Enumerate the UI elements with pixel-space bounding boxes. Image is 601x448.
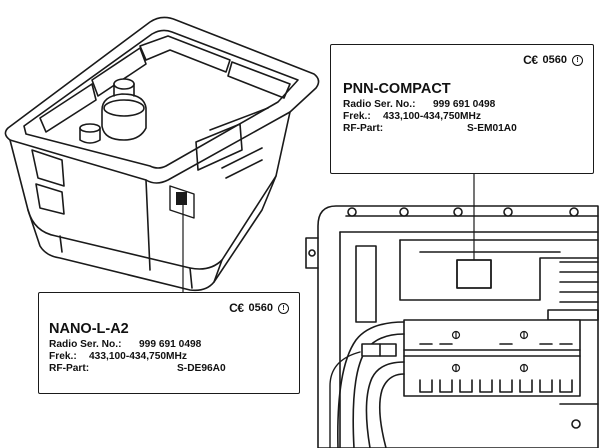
freq-label: Frek.: [343,111,371,122]
pnn-compact-illustration [305,205,599,448]
nano-marks: C€ 0560 ! [229,301,289,315]
rf-part-value: S-DE96A0 [177,363,226,374]
radio-ser-value: 999 691 0498 [139,339,202,350]
nano-label: C€ 0560 ! NANO-L-A2 Radio Ser. No.: 999 … [38,292,300,394]
radio-ser-value: 999 691 0498 [433,99,496,110]
nano-model-name: NANO-L-A2 [49,321,129,337]
nano-holder-illustration [4,16,320,292]
freq-label: Frek.: [49,351,77,362]
alert-icon: ! [278,302,289,314]
rf-part-label: RF-Part: [343,123,384,134]
ce-mark: C€ [523,53,538,67]
radio-ser-label: Radio Ser. No.: [49,339,122,350]
rf-part-value: S-EM01A0 [467,123,517,134]
alert-icon: ! [572,54,583,66]
notified-body-number: 0560 [248,302,273,314]
freq-value: 433,100-434,750MHz [383,111,481,122]
nano-info-block: Radio Ser. No.: 999 691 0498 Frek.: 433,… [49,339,226,375]
notified-body-number: 0560 [542,54,567,66]
pnn-label: C€ 0560 ! PNN-COMPACT Radio Ser. No.: 99… [330,44,594,174]
radio-ser-label: Radio Ser. No.: [343,99,416,110]
pnn-info-block: Radio Ser. No.: 999 691 0498 Frek.: 433,… [343,99,517,135]
pnn-marks: C€ 0560 ! [523,53,583,67]
ce-mark: C€ [229,301,244,315]
pnn-model-name: PNN-COMPACT [343,81,451,97]
freq-value: 433,100-434,750MHz [89,351,187,362]
rf-part-label: RF-Part: [49,363,90,374]
